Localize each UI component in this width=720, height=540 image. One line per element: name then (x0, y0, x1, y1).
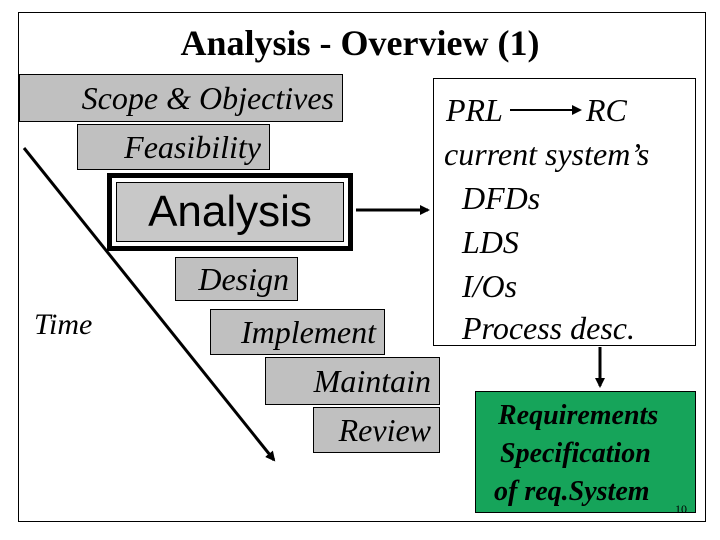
phase-feasibility: Feasibility (77, 124, 270, 170)
phase-review-label: Review (338, 412, 431, 448)
requirements-line-2: Specification (500, 438, 651, 469)
phase-analysis-label: Analysis (148, 187, 312, 236)
requirements-spec-box (475, 391, 696, 513)
analysis-outputs-box (433, 78, 696, 346)
time-arrow (22, 147, 276, 462)
phase-implement: Implement (210, 309, 385, 355)
output-current-system: current system’s (444, 136, 650, 172)
slide-number: 10 (675, 502, 687, 516)
time-label: Time (34, 308, 93, 341)
slide-frame (18, 12, 706, 522)
requirements-line-1: Requirements (498, 400, 659, 431)
phase-analysis: Analysis (107, 173, 353, 251)
output-prl: PRL (446, 92, 503, 128)
phase-maintain-label: Maintain (313, 363, 431, 399)
output-rc: RC (586, 92, 627, 128)
output-process-desc: Process desc. (462, 310, 635, 346)
phase-implement-label: Implement (240, 314, 376, 350)
phase-analysis-inner: Analysis (116, 182, 344, 242)
output-lds: LDS (462, 224, 519, 260)
phase-design: Design (175, 257, 298, 301)
phase-scope-objectives: Scope & Objectives (19, 74, 343, 122)
phase-review: Review (313, 407, 440, 453)
output-ios: I/Os (462, 268, 518, 304)
phase-maintain: Maintain (265, 357, 440, 405)
slide-title: Analysis - Overview (1) (180, 23, 540, 63)
output-dfds: DFDs (462, 180, 541, 216)
phase-design-label: Design (198, 261, 289, 297)
phase-scope-label: Scope & Objectives (81, 80, 334, 116)
phase-feasibility-label: Feasibility (124, 129, 261, 165)
requirements-line-3: of req.System (494, 476, 650, 507)
